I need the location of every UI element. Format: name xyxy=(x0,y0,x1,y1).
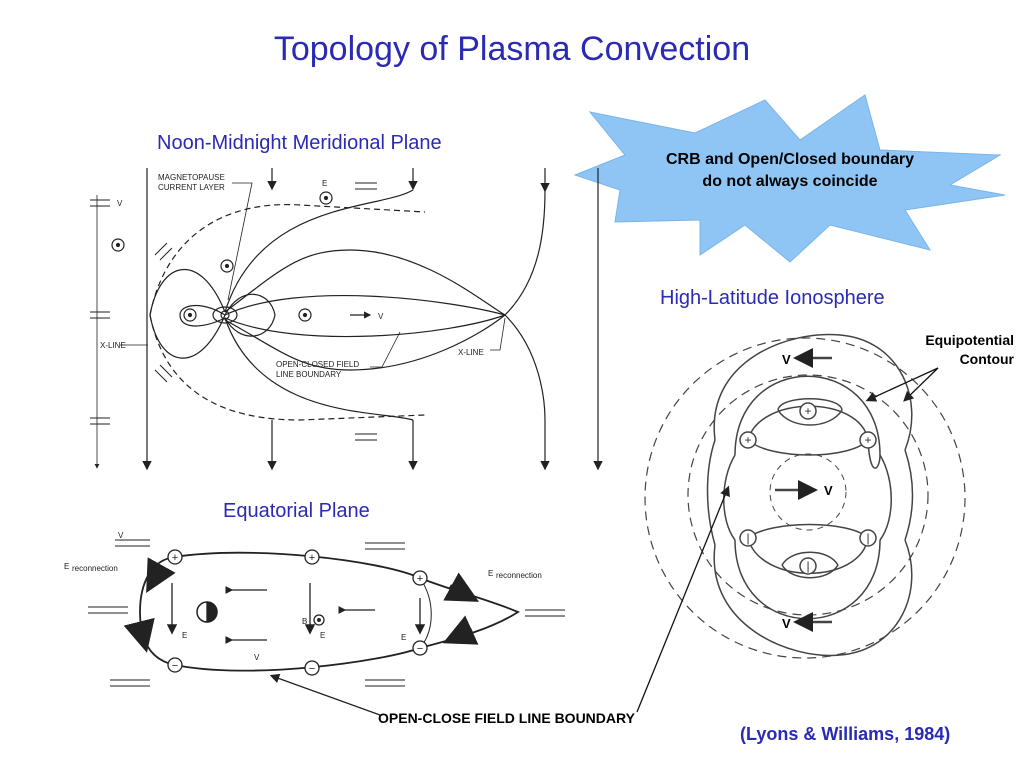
callout-text: CRB and Open/Closed boundary do not alwa… xyxy=(610,149,970,193)
equatorial-labels: V E reconnection E reconnection E E E B … xyxy=(64,531,542,662)
svg-text:+: + xyxy=(864,433,871,447)
magnetopause-label-1: MAGNETOPAUSE xyxy=(158,173,225,182)
callout-line-2: do not always coincide xyxy=(702,173,878,190)
svg-text:−: − xyxy=(309,663,315,675)
svg-text:−: − xyxy=(417,643,423,655)
svg-text:+: + xyxy=(804,404,811,418)
equatorial-e1-label: E xyxy=(182,631,187,640)
meridional-labels: MAGNETOPAUSE CURRENT LAYER V X-LINE X-LI… xyxy=(100,173,484,379)
svg-text:−: − xyxy=(172,660,178,672)
svg-text:+: + xyxy=(172,552,178,564)
equatorial-diagram xyxy=(88,539,565,716)
callout-starburst xyxy=(573,94,1006,263)
xline-left-label: X-LINE xyxy=(100,341,126,350)
ocb-label-1: OPEN-CLOSED FIELD xyxy=(276,360,359,369)
equatorial-signs: + + + − − − xyxy=(172,552,423,675)
ionosphere-v-labels: V V V xyxy=(782,352,833,631)
slide-title: Topology of Plasma Convection xyxy=(273,30,751,68)
meridional-e-label: E xyxy=(322,179,327,188)
meridional-diagram xyxy=(90,168,603,471)
svg-text:|: | xyxy=(806,559,809,573)
citation: (Lyons & Williams, 1984) xyxy=(740,724,951,744)
svg-text:+: + xyxy=(309,552,315,564)
equatorial-v-label: V xyxy=(254,653,260,662)
ionosphere-v-mid: V xyxy=(824,483,833,498)
erec-right-label: E xyxy=(488,569,493,578)
ionosphere-v-top: V xyxy=(782,352,791,367)
equatorial-e3-label: E xyxy=(401,633,406,642)
erec-left-label: E xyxy=(64,562,69,571)
ionosphere-title: High-Latitude Ionosphere xyxy=(660,287,885,309)
equatorial-b-label: B xyxy=(302,617,307,626)
meridional-v-label: V xyxy=(378,312,384,321)
erec-left-sub: reconnection xyxy=(72,564,118,573)
ocb-label-2: LINE BOUNDARY xyxy=(276,370,342,379)
ionosphere-v-bottom: V xyxy=(782,616,791,631)
svg-text:|: | xyxy=(866,531,869,545)
svg-text:+: + xyxy=(417,573,423,585)
equipotential-label: Equipotential Contour xyxy=(890,331,1014,369)
callout-line-1: CRB and Open/Closed boundary xyxy=(665,151,914,168)
ionosphere-signs: + + + | | | xyxy=(744,404,871,573)
equatorial-plane-title: Equatorial Plane xyxy=(223,500,370,522)
equatorial-vsw-label: V xyxy=(118,531,124,540)
erec-right-sub: reconnection xyxy=(496,571,542,580)
equipotential-line-2: Contour xyxy=(959,351,1014,367)
meridional-vsw-label: V xyxy=(117,199,123,208)
svg-text:+: + xyxy=(744,433,751,447)
magnetopause-label-2: CURRENT LAYER xyxy=(158,183,225,192)
pointers xyxy=(636,367,939,713)
svg-text:|: | xyxy=(746,531,749,545)
xline-right-label: X-LINE xyxy=(458,348,484,357)
equatorial-e2-label: E xyxy=(320,631,325,640)
ionosphere-diagram xyxy=(644,333,966,659)
boundary-label: OPEN-CLOSE FIELD LINE BOUNDARY xyxy=(378,710,635,726)
equipotential-line-1: Equipotential xyxy=(925,332,1014,348)
meridional-plane-title: Noon-Midnight Meridional Plane xyxy=(157,132,442,154)
